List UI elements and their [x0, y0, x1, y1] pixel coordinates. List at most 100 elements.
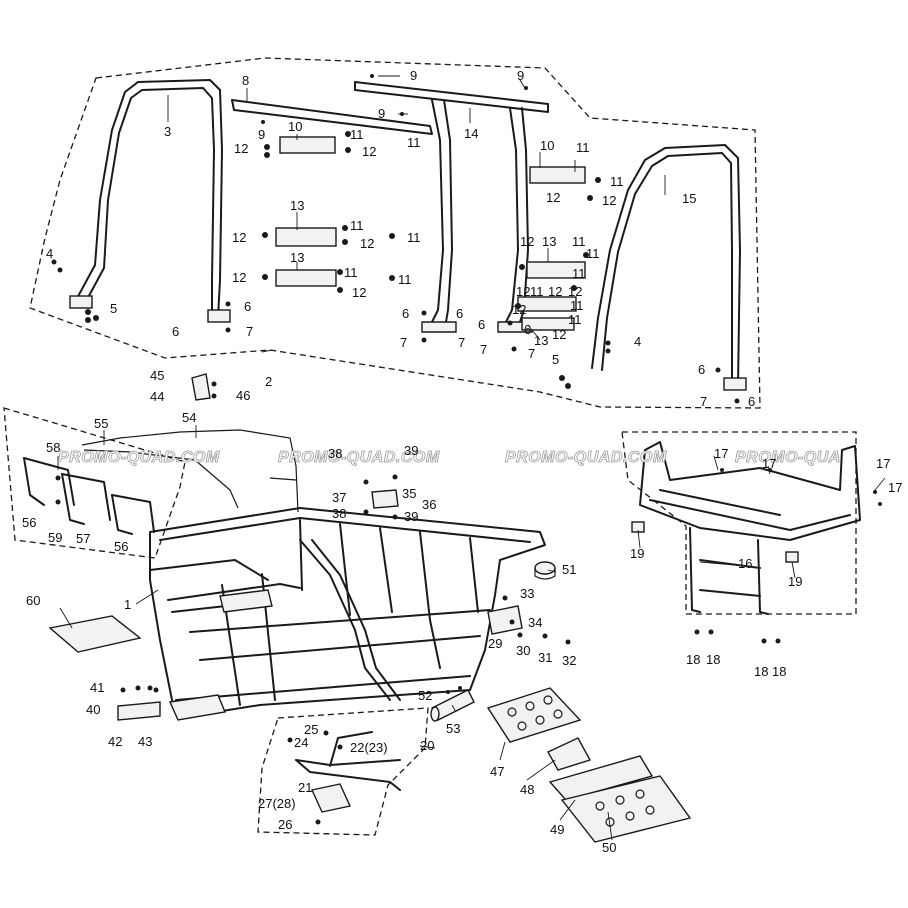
callout-12j: 12 — [516, 284, 530, 299]
callout-26: 26 — [278, 817, 292, 832]
callout-7f: 7 — [700, 394, 707, 409]
callout-13c: 13 — [542, 234, 556, 249]
callout-57: 57 — [76, 531, 90, 546]
callout-12c: 12 — [546, 190, 560, 205]
callout-labels: 3 8 9 9 9 9 10 11 12 12 11 14 10 11 11 1… — [22, 68, 902, 855]
callout-12l: 12 — [568, 284, 582, 299]
callout-12e: 12 — [232, 230, 246, 245]
callout-11m: 11 — [570, 298, 584, 313]
a-arm-group-outline — [257, 707, 429, 836]
callout-45: 45 — [150, 368, 164, 383]
callout-12g: 12 — [232, 270, 246, 285]
callout-55: 55 — [94, 416, 108, 431]
callout-12b: 12 — [362, 144, 376, 159]
callout-11l: 11 — [530, 284, 544, 299]
callout-6d: 6 — [172, 324, 179, 339]
callout-19a: 19 — [630, 546, 644, 561]
callout-17b: 17 — [762, 456, 776, 471]
callout-33: 33 — [520, 586, 534, 601]
callout-11i: 11 — [572, 234, 586, 249]
callout-53: 53 — [446, 721, 460, 736]
callout-38b: 38 — [332, 506, 346, 521]
callout-27-28: 27(28) — [258, 796, 296, 811]
callout-11b: 11 — [407, 135, 421, 150]
callout-22-23: 22(23) — [350, 740, 388, 755]
callout-6e: 6 — [402, 306, 409, 321]
middle-crossbar — [354, 81, 549, 113]
callout-12n: 12 — [552, 327, 566, 342]
callout-13b: 13 — [290, 250, 304, 265]
callout-7a: 7 — [246, 324, 253, 339]
cage-bolts — [51, 74, 740, 404]
callout-12a: 12 — [234, 141, 248, 156]
callout-7d: 7 — [480, 342, 487, 357]
callout-11h: 11 — [398, 272, 412, 287]
callout-43: 43 — [138, 734, 152, 749]
callout-6c: 6 — [244, 299, 251, 314]
callout-9d: 9 — [258, 127, 265, 142]
callout-11g: 11 — [344, 265, 358, 280]
front-crossbar — [231, 99, 433, 135]
callout-58: 58 — [46, 440, 60, 455]
watermark-4: PROMO-QUA — [735, 449, 841, 466]
front-bolts — [117, 685, 161, 721]
callout-19b: 19 — [788, 574, 802, 589]
watermark-1: PROMO-QUAD.COM — [58, 449, 220, 466]
rear-left-pillar — [421, 99, 457, 333]
callout-12h: 12 — [352, 285, 366, 300]
callout-10b: 10 — [540, 138, 554, 153]
callout-18d: 18 — [772, 664, 786, 679]
callout-4a: 4 — [46, 246, 53, 261]
callout-35: 35 — [402, 486, 416, 501]
callout-7c: 7 — [458, 335, 465, 350]
front-brackets — [23, 457, 155, 535]
a-arm-parts — [287, 730, 401, 825]
callout-51: 51 — [562, 562, 576, 577]
callout-42: 42 — [108, 734, 122, 749]
callout-48: 48 — [520, 782, 534, 797]
callout-9b: 9 — [517, 68, 524, 83]
callout-11k: 11 — [572, 266, 586, 281]
callout-31: 31 — [538, 650, 552, 665]
callout-11d: 11 — [610, 174, 624, 189]
cargo-rack — [631, 441, 861, 615]
callout-46: 46 — [236, 388, 250, 403]
callout-59: 59 — [48, 530, 62, 545]
callout-6g: 6 — [698, 362, 705, 377]
callout-39a: 39 — [404, 443, 418, 458]
callout-34: 34 — [528, 615, 542, 630]
callout-32: 32 — [562, 653, 576, 668]
cargo-rack-group-outline — [621, 431, 857, 615]
watermark-2: PROMO-QUAD.COM — [278, 449, 440, 466]
callout-18a: 18 — [686, 652, 700, 667]
skid-plate-60 — [48, 615, 142, 653]
main-frame — [149, 507, 546, 721]
callout-50: 50 — [602, 840, 616, 855]
watermark-3: PROMO-QUAD.COM — [505, 449, 667, 466]
callout-11f: 11 — [407, 230, 421, 245]
callout-30: 30 — [516, 643, 530, 658]
leader-lines — [57, 75, 886, 841]
callout-36: 36 — [422, 497, 436, 512]
callout-11c: 11 — [576, 140, 590, 155]
callout-52: 52 — [418, 688, 432, 703]
callout-12d: 12 — [602, 193, 616, 208]
callout-25: 25 — [304, 722, 318, 737]
callout-6f: 6 — [456, 306, 463, 321]
brake-lines-54-55 — [81, 429, 299, 513]
callout-38a: 38 — [328, 446, 342, 461]
callout-10a: 10 — [288, 119, 302, 134]
callout-17d: 17 — [888, 480, 902, 495]
cap-51 — [534, 561, 556, 580]
callout-12f: 12 — [360, 236, 374, 251]
callout-9a: 9 — [410, 68, 417, 83]
front-left-hoop — [69, 79, 231, 323]
pipe-52-53 — [430, 686, 475, 722]
side-brackets — [363, 474, 571, 645]
callout-47: 47 — [490, 764, 504, 779]
rear-right-hoop — [591, 144, 747, 391]
small-bracket-44-45 — [191, 373, 217, 401]
callout-16: 16 — [738, 556, 752, 571]
